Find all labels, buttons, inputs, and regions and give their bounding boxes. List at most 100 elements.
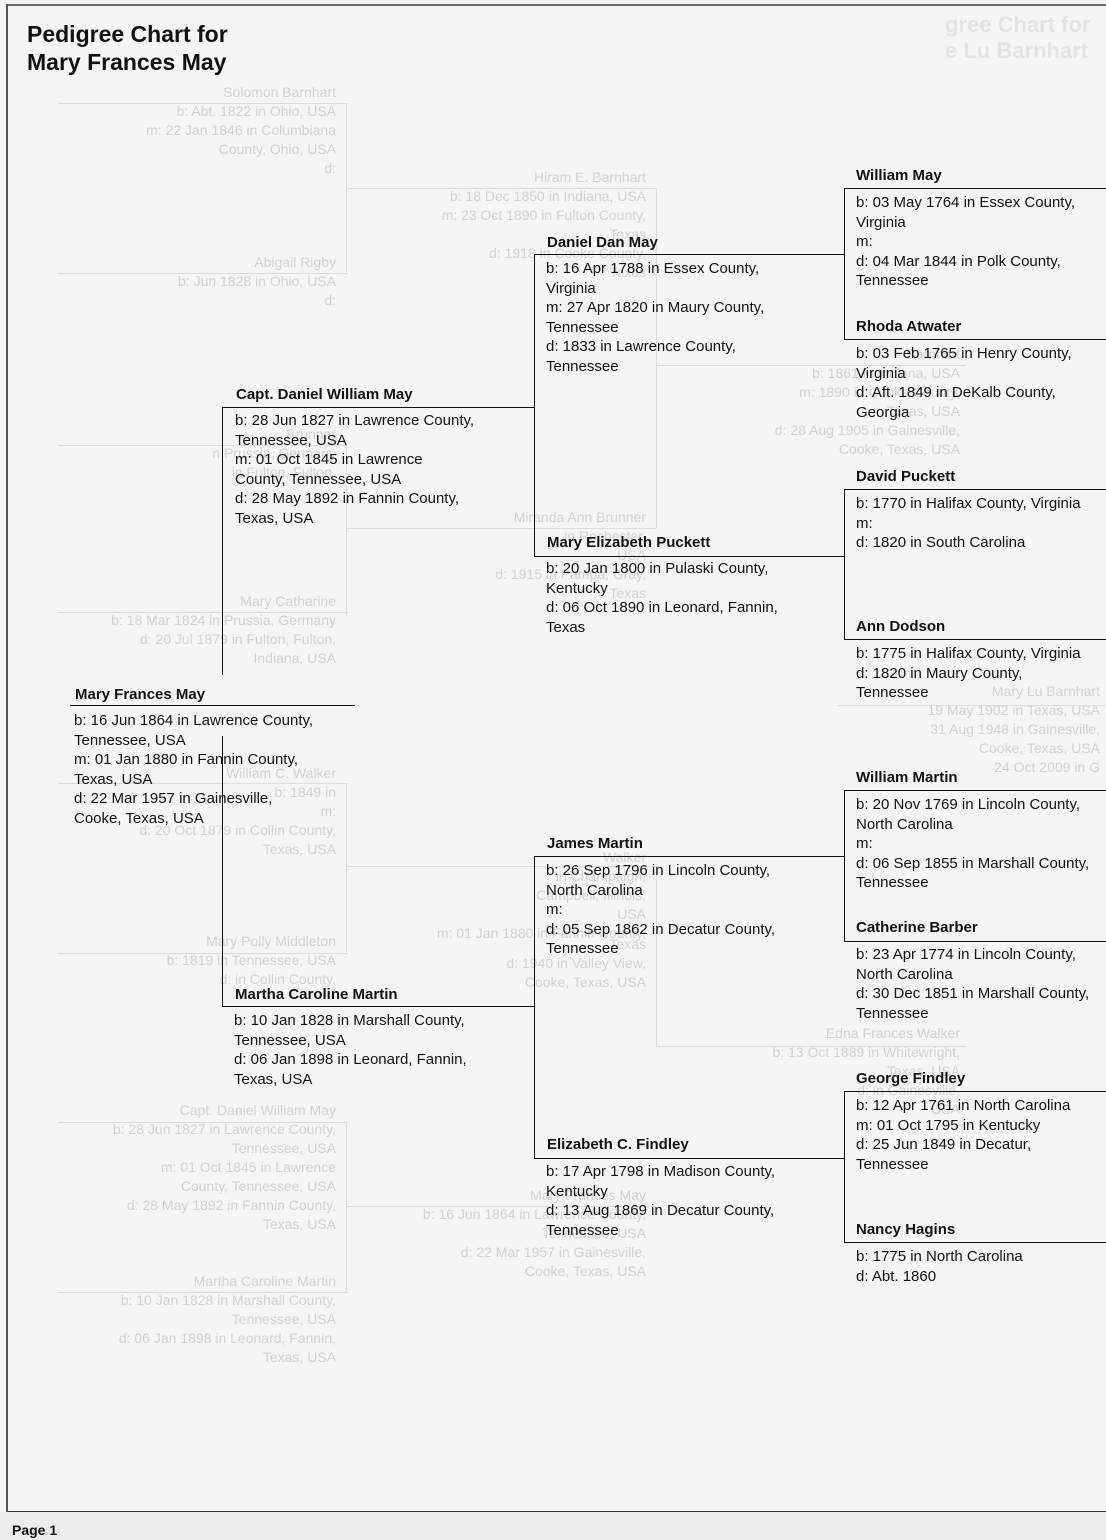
person-detail-line: Tennessee [546,1221,619,1239]
person-details-catherine-barber: b: 23 Apr 1774 in Lincoln County,North C… [856,945,1089,1023]
ghost-line: County, Ohio, USA [218,141,336,157]
person-name-daniel-william-may: Capt. Daniel William May [236,386,413,403]
person-detail-line: b: 12 Apr 1761 in North Carolina [856,1097,1071,1114]
ghost-block: Mary Catharine b: 18 Mar 1824 in Prussia,… [60,592,336,668]
line-p4 [534,254,844,256]
line-p14 [844,1091,1106,1093]
person-name-elizabeth-c-findley: Elizabeth C. Findley [547,1136,689,1153]
ghost-line: Texas, USA [886,403,960,419]
ghost-line: Cooke, Texas, USA [524,1263,646,1279]
ghost-line: d: 06 Jan 1898 in Leonard, Fannin, [118,1330,336,1346]
ghost-line: b: 13 Oct 1889 in Whitewright, [772,1044,960,1060]
person-detail-line: m: 27 Apr 1820 in Maury County, [546,299,765,317]
person-detail-line: Tennessee [546,940,619,958]
stem-p1-father [222,407,224,675]
ghost-line: County, Tennessee, USA [180,1178,336,1194]
ghost-line: Abigail Rigby [254,254,336,270]
ghost-line: m: 01 Oct 1845 in Lawrence [160,1159,336,1175]
stem-p2 [534,254,536,556]
ghost-line: b: 18 Mar 1824 in Prussia, Germany [111,612,336,628]
person-detail-line: b: 28 Jun 1827 in Lawrence County, [235,412,475,429]
ghost-line: d: [324,292,336,308]
person-detail-line: North Carolina [856,965,953,983]
line-p11 [844,639,1106,641]
person-detail-line: North Carolina [856,815,953,833]
line-p8 [844,188,1106,190]
stem-p3 [534,856,536,1158]
person-detail-line: b: 16 Apr 1788 in Essex County, [546,260,760,277]
ghost-line: Texas, USA [262,1216,336,1232]
person-detail-line: b: 10 Jan 1828 in Marshall County, [234,1012,465,1029]
person-details-james-martin: b: 26 Sep 1796 in Lincoln County,North C… [546,861,775,959]
ghost-line: 24 Oct 2009 in G [994,759,1100,775]
ghost-line: Cooke, Texas, USA [524,974,646,990]
ghost-line: Brunner [286,426,336,442]
person-detail-line: Tennessee, USA [234,1031,346,1049]
ghost-line: b: 1849 in [274,784,337,800]
ghost-line: Indiana, USA [253,650,337,666]
person-detail-line: d: 05 Sep 1862 in Decatur County, [546,920,776,938]
ghost-line: in Rochester, [564,528,646,544]
ghost-line: Mary Catharine [240,593,336,609]
person-detail-line: Kentucky [546,579,608,597]
ghost-line: USA [617,906,646,922]
line-p15 [844,1242,1106,1244]
ghost-line: d: 1918 in Cooke County, [489,245,646,261]
ghost-line: Mary Lu Barnhart [991,683,1100,699]
person-detail-line: County, Tennessee, USA [235,470,402,488]
person-details-mary-elizabeth-puckett: b: 20 Jan 1800 in Pulaski County, Kentuck… [546,559,778,637]
ghost-title-line: gree Chart for [945,12,1091,37]
person-detail-line: Tennessee [546,357,619,375]
ghost-line: in Champaign, [555,868,646,884]
person-name-daniel-dan-may: Daniel Dan May [547,234,658,251]
person-name-catherine-barber: Catherine Barber [856,919,978,936]
ghost-line: d: in Gainesville, [857,1082,960,1098]
person-details-daniel-william-may: b: 28 Jun 1827 in Lawrence County,Tennes… [235,411,474,529]
person-detail-line: Tennessee [856,874,929,892]
ghost-line: Mary Frances May [530,1187,646,1203]
ghost-line: m: 22 Jan 1846 in Columbiana [146,122,336,138]
person-detail-line: Tennessee [856,272,929,290]
person-detail-line: d: 30 Dec 1851 in Marshall County, [856,985,1090,1003]
ghost-line: Texas [609,226,646,242]
ghost-line: Texas, USA [262,841,336,857]
ghost-line: William C. Walker [226,765,336,781]
ghost-line: Texas, USA [886,1063,960,1079]
ghost-line: m: 23 Oct 1890 in Fulton County, [441,207,646,223]
ghost-line: 31 Aug 1948 in Gainesville, [930,721,1100,737]
person-details-william-martin: b: 20 Nov 1769 in Lincoln County, North C… [856,795,1089,893]
person-detail-line: b: 17 Apr 1798 in Madison County, [546,1163,776,1180]
person-detail-line: d: 25 Jun 1849 in Decatur, [856,1136,1032,1154]
line-p6 [534,856,844,858]
ghost-line: Texas [609,585,646,601]
person-detail-line: d: 13 Aug 1869 in Decatur County, [546,1202,775,1220]
person-detail-line: b: 20 Nov 1769 in Lincoln County, [856,796,1081,813]
person-detail-line: m: 01 Oct 1795 in Kentucky [856,1116,1041,1134]
person-detail-line: b: 26 Sep 1796 in Lincoln County, [546,862,771,879]
person-name-david-puckett: David Puckett [856,468,956,485]
person-detail-line: d: 1820 in South Carolina [856,534,1026,552]
person-detail-line: m: [546,901,563,919]
stem-p7 [844,1091,846,1242]
person-detail-line: b: 20 Jan 1800 in Pulaski County, [546,560,769,577]
ghost-line: Cooke, Texas, USA [838,441,960,457]
stem-p5 [844,489,846,639]
person-detail-line: b: 16 Jun 1864 in Lawrence County, [74,712,314,729]
ghost-line: d: 28 Aug 1905 in Gainesville, [774,422,960,438]
person-detail-line: Texas [546,618,586,636]
ghost-line: d: in Collin County, [219,971,336,987]
ghost-line: b: 10 Jan 1828 in Marshall County, [120,1292,336,1308]
ghost-line: USA [617,547,646,563]
ghost-line: b: Abt. 1822 in Ohio, USA [176,103,336,119]
